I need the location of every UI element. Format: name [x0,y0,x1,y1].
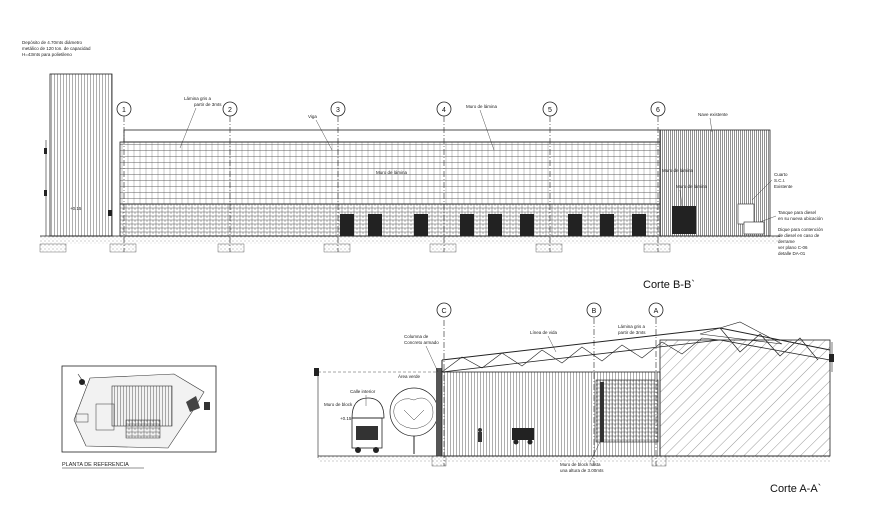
note-calle: Calle interior [350,389,376,394]
note-muro-block-alt-2: una altura de 3.00mts [560,468,604,473]
note-lamina-aa-2: partir de 3mts [618,330,646,335]
note-columna-1: Columna de [404,334,429,339]
note-lamina-bb-1: Lámina gris a [184,96,212,101]
note-tanque-1: Tanque para diesel [778,210,816,215]
axis-label-a: A [654,308,659,315]
note-dique-1: Dique para contención [778,227,824,232]
reference-plan: PLANTA DE REFERENCIA [61,365,217,469]
section-title-bb: Corte B-B` [643,279,695,291]
note-dique-4: ver plano C-06 [778,245,808,250]
note-dique-3: derrame [778,239,795,244]
note-cuarto-1: Cuarto [774,172,788,177]
note-dique-5: detalle DA-01 [778,251,806,256]
note-area-verde: Área verde [398,373,421,379]
note-lamina-aa-1: Lámina gris a [618,324,646,329]
section-title-aa: Corte A-A` [770,483,821,495]
note-muro-lamina-1: Muro de lámina [466,104,498,109]
section-bb: Depósito de 4.70mts diámetro metálico de… [22,40,824,291]
roof-truss [441,321,831,373]
section-aa: C B A Columna de Concreto armado Línea d… [314,302,834,495]
car-icon [512,428,534,440]
note-muro-lamina-4: Muro de lámina [676,184,708,189]
axis-label-c: C [441,308,446,315]
silo-tower [44,73,113,237]
note-cuarto-2: S.C.I. [774,178,785,183]
level-marker-icon [108,210,112,216]
note-silo-1: Depósito de 4.70mts diámetro [22,40,83,45]
tree-icon [389,387,439,454]
axis-label-1: 1 [122,107,126,114]
note-muro-block-alt-1: Muro de block hasta [560,462,601,467]
level-mark-bb: +0.15 [70,206,82,211]
note-cuarto-3: Existente [774,184,793,189]
axis-label-4: 4 [442,107,446,114]
note-tanque-2: en su nueva ubicación [778,216,823,221]
axis-label-3: 3 [336,107,340,114]
axis-label-b: B [592,308,597,315]
truck-icon [351,397,385,453]
note-nave: Nave existente [698,112,728,117]
note-muro-lamina-3: Muro de lámina [662,168,694,173]
axis-markers-bb: 1 2 3 4 5 6 [116,101,666,252]
axis-label-2: 2 [228,107,232,114]
axis-markers-aa: C B A [436,302,664,466]
note-lamina-bb-2: partir de 3mts [194,102,222,107]
note-dique-2: de diesel en caso de [778,233,820,238]
level-mark-aa: +0.15 [340,416,352,421]
axis-label-6: 6 [656,107,660,114]
note-muro-lamina-2: Muro de lámina [376,170,408,175]
note-silo-3: H=43mts para polietileno [22,52,72,57]
warehouse-elevation-bb [39,129,780,253]
person-icon [478,428,482,432]
note-muro-block: Muro de block [324,402,353,407]
note-columna-2: Concreto armado [404,340,439,345]
note-linea-vida: Línea de vida [530,330,558,335]
note-viga: Viga [308,114,317,119]
axis-label-5: 5 [548,107,552,114]
note-silo-2: metálico de 120 ton. de capacidad [22,46,91,51]
ref-plan-title: PLANTA DE REFERENCIA [62,462,129,468]
